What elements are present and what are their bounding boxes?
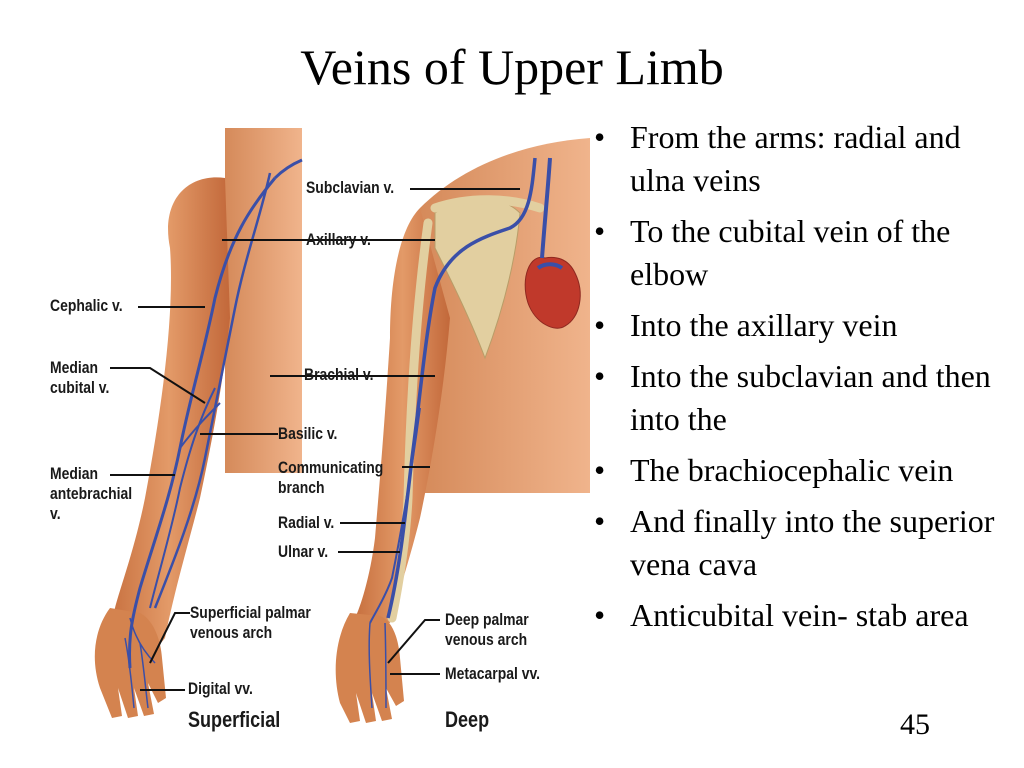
label-metacarpal-veins: Metacarpal vv. — [445, 664, 541, 683]
bullet-dot: • — [594, 307, 606, 343]
label-axillary-vein: Axillary v. — [306, 230, 371, 249]
label-ulnar-vein: Ulnar v. — [278, 542, 329, 561]
bullet-dot: • — [594, 213, 606, 249]
superficial-arm — [94, 128, 303, 718]
caption-deep: Deep — [445, 707, 490, 732]
label-radial-vein: Radial v. — [278, 513, 335, 532]
caption-superficial: Superficial — [188, 707, 281, 732]
bullet-item: •Into the subclavian and then into the — [590, 355, 1010, 441]
bullet-dot: • — [594, 358, 606, 394]
label-superficial-palmar-arch: Superficial palmar venous arch — [190, 603, 311, 642]
label-cephalic-vein: Cephalic v. — [50, 296, 123, 315]
page-number: 45 — [900, 708, 930, 741]
label-brachial-vein: Brachial v. — [304, 365, 374, 384]
label-basilic-vein: Basilic v. — [278, 424, 338, 443]
bullet-item: •The brachiocephalic vein — [590, 449, 1010, 492]
bullet-item: •Anticubital vein- stab area — [590, 594, 1010, 637]
deep-arm — [335, 138, 590, 723]
bullet-dot: • — [594, 452, 606, 488]
label-subclavian-vein: Subclavian v. — [306, 178, 395, 197]
veins-diagram: Subclavian v. Axillary v. Cephalic v. Me… — [40, 118, 600, 748]
label-deep-palmar-arch: Deep palmar venous arch — [445, 610, 529, 649]
anatomy-illustration — [94, 128, 590, 723]
bullet-item: •From the arms: radial and ulna veins — [590, 116, 1010, 202]
bullet-dot: • — [594, 503, 606, 539]
label-median-antebrachial-vein: Median antebrachial v. — [50, 464, 133, 523]
bullet-dot: • — [594, 597, 606, 633]
bullet-item: •Into the axillary vein — [590, 304, 1010, 347]
label-digital-veins: Digital vv. — [188, 679, 253, 698]
bullet-item: •To the cubital vein of the elbow — [590, 210, 1010, 296]
slide-title: Veins of Upper Limb — [300, 39, 724, 95]
label-communicating-branch: Communicating branch — [278, 458, 384, 497]
label-median-cubital-vein: Median cubital v. — [50, 358, 110, 397]
leader-lines — [110, 188, 520, 691]
bullet-dot: • — [594, 119, 606, 155]
bullet-list: •From the arms: radial and ulna veins •T… — [590, 116, 1010, 645]
bullet-item: •And finally into the superior vena cava — [590, 500, 1010, 586]
